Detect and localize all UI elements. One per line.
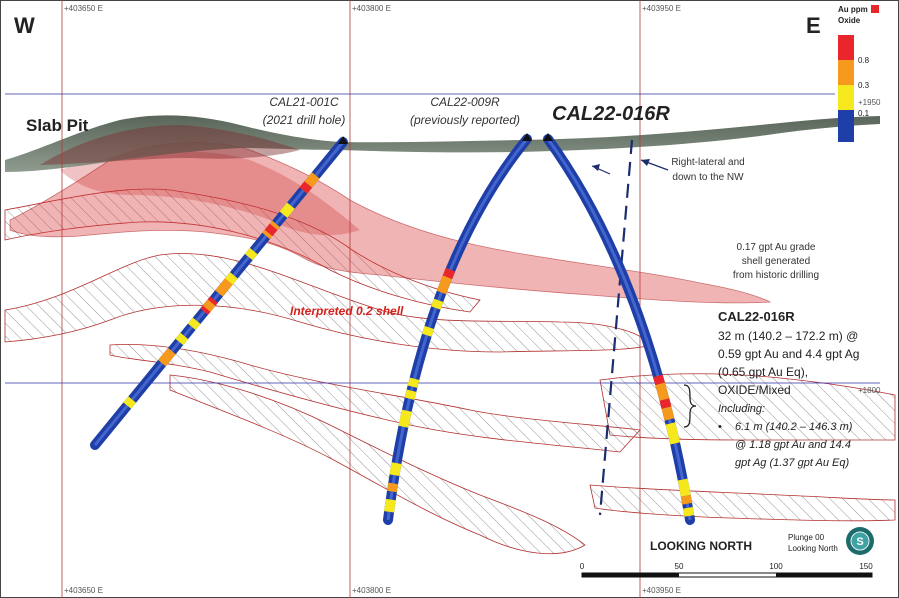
compass-letter: S <box>856 536 863 548</box>
fault-arrow-head-left <box>592 164 600 171</box>
legend-swatch-red <box>838 35 854 60</box>
elevation-1950: +1950 <box>858 98 881 107</box>
legend-value-08: 0.8 <box>858 56 870 65</box>
drill-hole-cal22-009r-collar <box>522 133 532 141</box>
fault-arrow-head <box>641 159 650 166</box>
legend-value-01: 0.1 <box>858 109 870 118</box>
including-line-3: gpt Ag (1.37 gpt Au Eq) <box>735 457 849 469</box>
hole2-name: CAL22-009R <box>430 95 500 109</box>
looking-north-label: LOOKING NORTH <box>650 539 752 553</box>
fault-note-1: Right-lateral and <box>671 157 744 168</box>
legend-swatch-yellow <box>838 85 854 110</box>
slab-pit-label: Slab Pit <box>26 116 89 135</box>
easting-bottom-1: +403650 E <box>64 586 103 595</box>
fault-line <box>591 139 669 516</box>
legend-close-icon <box>871 5 879 13</box>
including-line-2: @ 1.18 gpt Au and 14.4 <box>735 439 851 451</box>
plunge-label: Plunge 00 <box>788 533 825 542</box>
drill-hole-cal21-001c-assay-interval <box>91 138 347 449</box>
scale-tick-150: 150 <box>859 562 873 571</box>
hole2-note: (previously reported) <box>410 113 520 127</box>
scale-tick-0: 0 <box>580 562 585 571</box>
fault-note-2: down to the NW <box>672 172 744 183</box>
slab-pit-terrain <box>5 115 880 172</box>
drill-hole-cal22-016r-collar <box>543 133 553 141</box>
azimuth-label: Looking North <box>788 544 838 553</box>
interval-brace <box>683 384 697 428</box>
intercept-line-3: (0.65 gpt Au Eq), <box>718 365 808 379</box>
legend-value-03: 0.3 <box>858 81 870 90</box>
elevation-1800: +1800 <box>858 386 881 395</box>
intercept-line-1: 32 m (140.2 – 172.2 m) @ <box>718 329 858 343</box>
legend-swatch-orange <box>838 60 854 85</box>
drill-hole-cal22-016r-highlight <box>546 138 692 521</box>
intercept-line-2: 0.59 gpt Au and 4.4 gpt Ag <box>718 347 859 361</box>
drill-hole-cal22-009r-highlight <box>386 138 529 521</box>
compass-icon: S <box>846 527 874 555</box>
legend-title: Au ppm <box>838 5 868 14</box>
scale-tick-100: 100 <box>769 562 783 571</box>
shell-note-2: shell generated <box>742 256 810 267</box>
hole3-name: CAL22-016R <box>552 103 670 125</box>
intercept-line-4: OXIDE/Mixed <box>718 383 791 397</box>
legend-subtitle: Oxide <box>838 16 861 25</box>
interpreted-shell-label: Interpreted 0.2 shell <box>290 304 404 318</box>
hole1-note: (2021 drill hole) <box>263 113 346 127</box>
au-legend: Au ppm Oxide 0.8 0.3 0.1 <box>838 5 879 142</box>
scale-tick-50: 50 <box>675 562 684 571</box>
drill-holes <box>90 133 695 525</box>
shell-note-1: 0.17 gpt Au grade <box>737 242 816 253</box>
easting-top-3: +403950 E <box>642 4 681 13</box>
legend-swatch-blue <box>838 110 854 142</box>
including-line-1: 6.1 m (140.2 – 146.3 m) <box>735 421 853 433</box>
easting-top-1: +403650 E <box>64 4 103 13</box>
including-label: Including: <box>718 403 765 415</box>
easting-top-2: +403800 E <box>352 4 391 13</box>
easting-bottom-2: +403800 E <box>352 586 391 595</box>
drill-hole-cal21-001c-collar <box>338 136 348 144</box>
intercept-title: CAL22-016R <box>718 309 795 324</box>
east-label: E <box>806 13 821 38</box>
hole1-name: CAL21-001C <box>269 95 339 109</box>
intercept-block: CAL22-016R 32 m (140.2 – 172.2 m) @ 0.59… <box>718 309 859 469</box>
shell-note-3: from historic drilling <box>733 270 819 281</box>
scale-bar: 0 50 100 150 <box>580 562 873 578</box>
west-label: W <box>14 13 35 38</box>
including-bullet: • <box>718 421 722 433</box>
easting-bottom-3: +403950 E <box>642 586 681 595</box>
